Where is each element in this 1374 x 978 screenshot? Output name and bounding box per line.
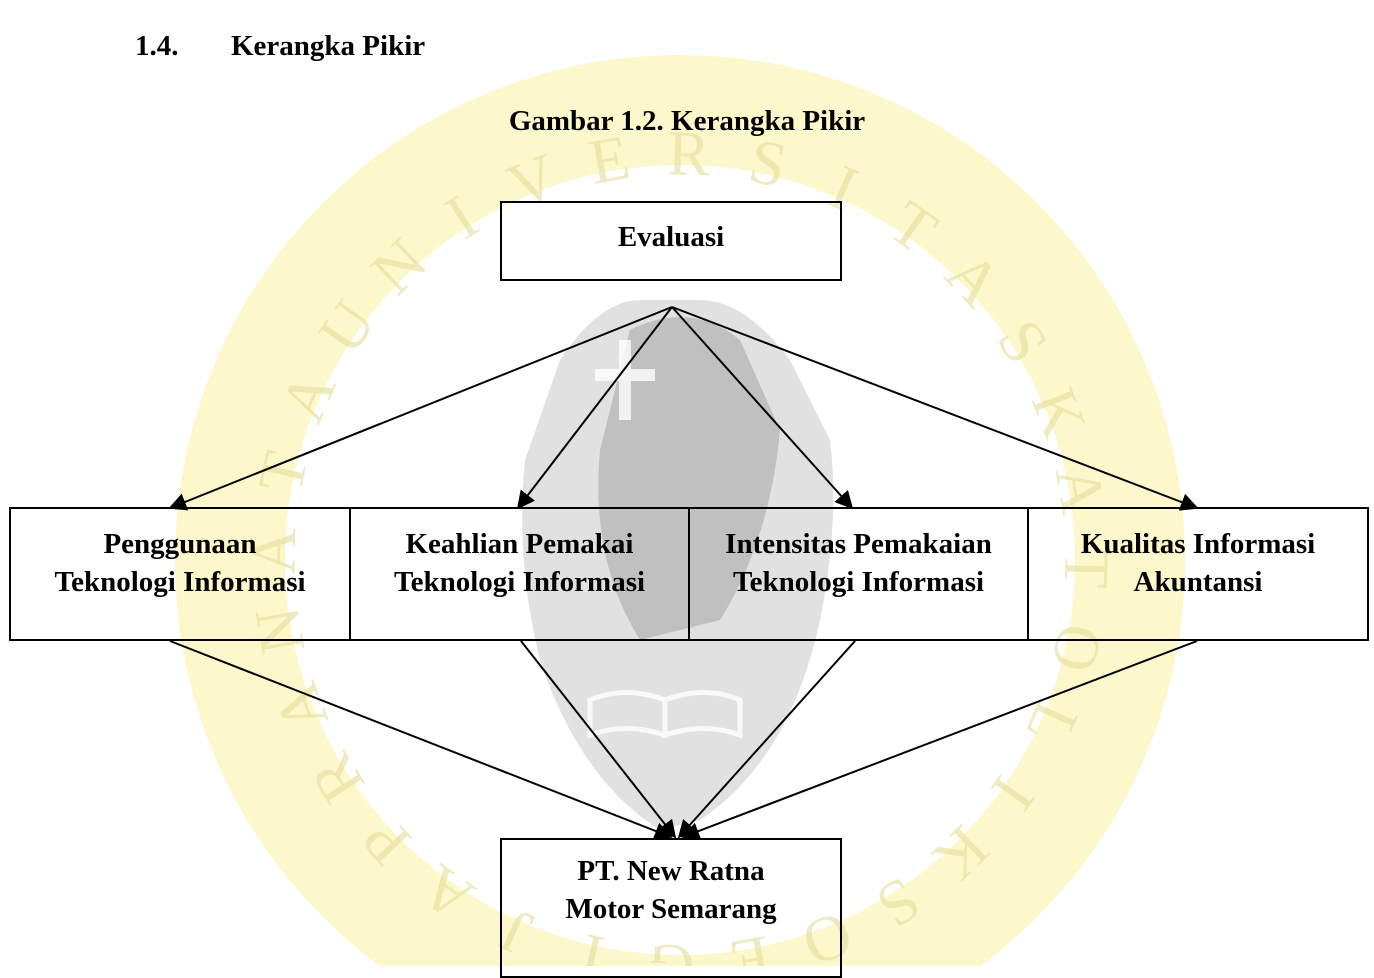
arrow-penggunaan-to-pt [169,640,673,840]
node-label-line1: Intensitas Pemakaian [725,528,992,560]
seal-ring-band [175,55,1185,966]
seal-book-icon [587,690,743,739]
node-keahlian-pemakai-ti: Keahlian Pemakai Teknologi Informasi [349,507,690,641]
node-label-line2: Teknologi Informasi [54,566,306,598]
arrow-evaluasi-to-intensitas [671,306,854,510]
seal-letter: A [237,527,309,575]
node-penggunaan-ti: Penggunaan Teknologi Informasi [9,507,351,641]
node-label-line1: Kualitas Informasi [1080,528,1316,560]
node-evaluasi-label: Evaluasi [617,221,725,253]
node-kualitas-informasi-akuntansi: Kualitas Informasi Akuntansi [1027,507,1369,641]
seal-letter: R [667,117,712,189]
node-label-line2: Teknologi Informasi [393,566,646,598]
arrow-kualitas-to-pt [681,640,1198,840]
arrow-evaluasi-to-keahlian [516,306,673,510]
node-evaluasi: Evaluasi [500,201,842,281]
seal-letter: G [647,931,695,966]
section-title: Kerangka Pikir [231,30,426,62]
arrow-intensitas-to-pt [677,640,856,839]
seal-ring [175,55,1185,966]
section-number: 1.4. [135,30,179,62]
node-label-line2: Motor Semarang [565,893,777,925]
arrow-keahlian-to-pt [520,640,677,839]
arrow-evaluasi-to-penggunaan [168,306,673,511]
arrow-evaluasi-to-kualitas [671,306,1199,511]
figure-caption: Gambar 1.2. Kerangka Pikir [508,105,866,137]
seal-emblem-shadow [598,317,780,640]
node-label-line2: Akuntansi [1133,566,1263,598]
seal-cross [595,340,655,420]
node-label-line1: PT. New Ratna [577,855,765,887]
node-label-line1: Penggunaan [103,528,257,560]
seal-letter: T [1051,549,1123,590]
node-label-line1: Keahlian Pemakai [405,528,634,560]
section-heading: 1.4. Kerangka Pikir [135,30,425,63]
node-intensitas-pemakaian-ti: Intensitas Pemakaian Teknologi Informasi [688,507,1029,641]
node-label-line2: Teknologi Informasi [732,566,985,598]
